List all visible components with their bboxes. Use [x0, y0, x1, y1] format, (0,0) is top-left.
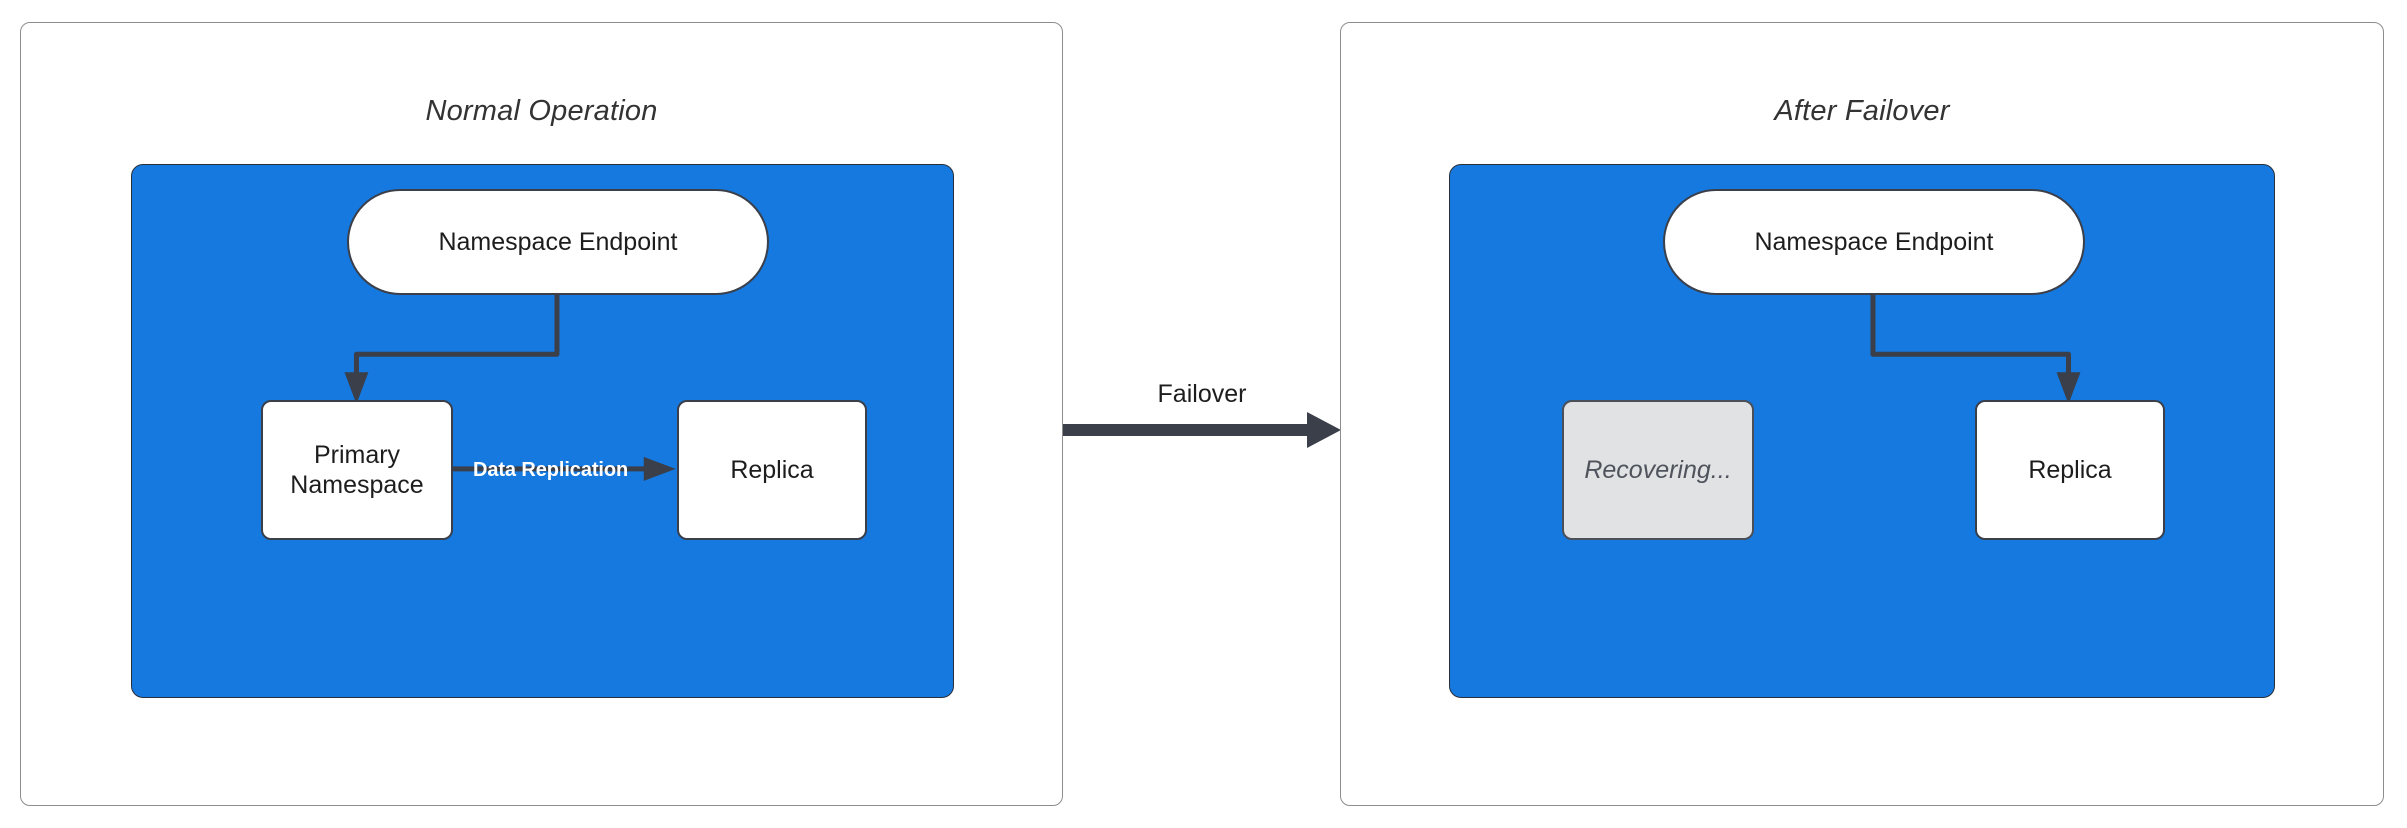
failover-arrow-shape: [1063, 412, 1341, 448]
node-replica-right-label: Replica: [2028, 455, 2112, 484]
node-namespace-endpoint-left[interactable]: Namespace Endpoint: [347, 189, 769, 295]
node-namespace-endpoint-left-label: Namespace Endpoint: [438, 227, 678, 256]
failover-label: Failover: [1157, 380, 1247, 408]
node-replica-right[interactable]: Replica: [1975, 400, 2165, 540]
node-namespace-endpoint-right-label: Namespace Endpoint: [1754, 227, 1994, 256]
panel-after-failover: After Failover Namespace Endpoint Recove…: [1340, 22, 2384, 806]
node-primary-namespace-label-line2: Namespace: [290, 471, 424, 499]
edge-primary-to-replica-arrowhead: [643, 456, 676, 481]
node-namespace-endpoint-right[interactable]: Namespace Endpoint: [1663, 189, 2085, 295]
panel-left-title: Normal Operation: [425, 95, 658, 127]
node-primary-namespace-label: Primary Namespace: [290, 440, 423, 501]
failover-transition: Failover: [1063, 380, 1341, 480]
node-primary-namespace-label-line1: Primary: [313, 440, 401, 469]
edge-label-data-replication: Data Replication: [473, 459, 629, 481]
panel-normal-operation: Normal Operation Namespace Endpoint Prim…: [20, 22, 1063, 806]
blue-region-left: Namespace Endpoint Primary Namespace Rep…: [131, 164, 954, 698]
node-replica-left[interactable]: Replica: [677, 400, 867, 540]
node-replica-left-label: Replica: [730, 455, 814, 484]
panel-right-title: After Failover: [1774, 95, 1950, 127]
edge-endpoint-to-replica: [1870, 294, 2071, 380]
node-primary-namespace[interactable]: Primary Namespace: [261, 400, 453, 540]
edge-endpoint-to-primary: [353, 294, 560, 380]
blue-region-right: Namespace Endpoint Recovering... Replica: [1449, 164, 2275, 698]
node-recovering-label: Recovering...: [1584, 455, 1732, 484]
node-recovering[interactable]: Recovering...: [1562, 400, 1754, 540]
